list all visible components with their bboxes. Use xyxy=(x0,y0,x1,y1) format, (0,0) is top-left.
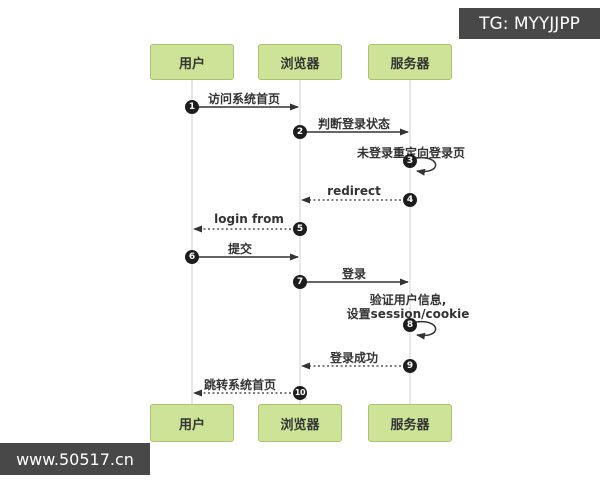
message-8-label-line2: 设置session/cookie xyxy=(346,307,470,321)
message-5-label: login from xyxy=(214,212,284,226)
actor-user-top: 用户 xyxy=(150,44,234,80)
message-10-label: 跳转系统首页 xyxy=(203,378,277,392)
message-4-number-badge: 4 xyxy=(403,193,417,207)
message-7-number-badge: 7 xyxy=(293,275,307,289)
message-8-number-badge: 8 xyxy=(403,318,417,332)
message-2-number-badge: 2 xyxy=(293,125,307,139)
message-6-label: 提交 xyxy=(227,242,253,256)
message-1-number-badge: 1 xyxy=(185,100,199,114)
message-8-label-line1: 验证用户信息, xyxy=(369,293,447,307)
message-2-label: 判断登录状态 xyxy=(317,117,391,131)
actor-browser-top: 浏览器 xyxy=(258,44,342,80)
message-4-label: redirect xyxy=(327,184,381,198)
actor-user-bottom: 用户 xyxy=(150,404,234,442)
message-9-number-badge: 9 xyxy=(403,359,417,373)
message-6-number-badge: 6 xyxy=(185,250,199,264)
url-watermark-badge: www.50517.cn xyxy=(0,443,150,475)
message-3-self-loop-arrow xyxy=(415,157,437,176)
message-3-number-badge: 3 xyxy=(403,154,417,168)
actor-server-top: 服务器 xyxy=(368,44,452,80)
actor-server-bottom: 服务器 xyxy=(368,404,452,442)
message-9-label: 登录成功 xyxy=(329,351,379,365)
message-10-number-badge: 10 xyxy=(293,386,307,400)
message-5-number-badge: 5 xyxy=(293,222,307,236)
message-8-self-loop-arrow xyxy=(415,321,437,340)
message-1-label: 访问系统首页 xyxy=(207,92,281,106)
actor-browser-bottom: 浏览器 xyxy=(258,404,342,442)
tg-watermark-badge: TG: MYYJJPP xyxy=(459,8,600,39)
message-7-label: 登录 xyxy=(341,267,367,281)
message-3-label: 未登录重定向登录页 xyxy=(356,146,466,160)
